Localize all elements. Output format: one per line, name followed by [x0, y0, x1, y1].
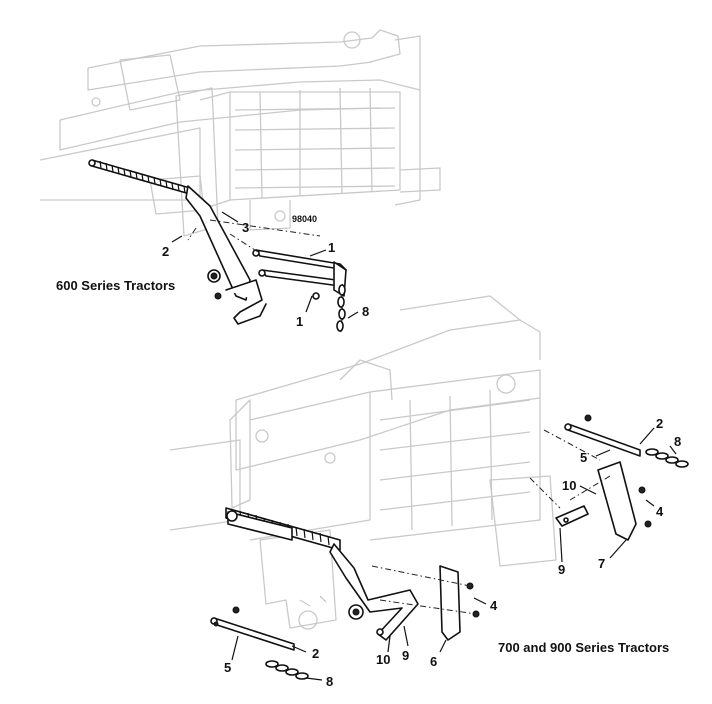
callout-top-3: 3	[242, 220, 249, 235]
callout-btm-5-left: 5	[224, 660, 231, 675]
bottom-right-link	[555, 505, 589, 527]
caption-700-900-series: 700 and 900 Series Tractors	[498, 640, 669, 655]
bottom-lift-arm	[329, 543, 419, 641]
callout-btm-10-right: 10	[562, 478, 576, 493]
callout-btm-2-left: 2	[312, 646, 319, 661]
bottom-leaders	[231, 427, 677, 681]
callout-btm-10-left: 10	[376, 652, 390, 667]
callout-top-8: 8	[362, 304, 369, 319]
bottom-spring-assembly	[225, 507, 341, 551]
top-tractor-frame	[39, 29, 441, 237]
bottom-right-drawbar	[564, 414, 641, 457]
callout-btm-4-right: 4	[656, 504, 664, 519]
bottom-tractor-frame	[169, 295, 557, 630]
callout-btm-2-right: 2	[656, 416, 663, 431]
callout-btm-5-right: 5	[580, 450, 587, 465]
drawing-number: 98040	[292, 214, 317, 224]
caption-600-series: 600 Series Tractors	[56, 278, 175, 293]
callout-btm-8-left: 8	[326, 674, 333, 689]
callout-btm-9-left: 9	[402, 648, 409, 663]
top-drawbar	[252, 249, 347, 300]
callout-btm-7: 7	[598, 556, 605, 571]
bottom-right-bracket	[597, 461, 652, 541]
callout-top-2: 2	[162, 244, 169, 259]
bottom-right-chain	[645, 448, 689, 468]
top-leaders	[171, 211, 359, 319]
callout-btm-6: 6	[430, 654, 437, 669]
top-lift-arm	[185, 185, 267, 325]
bottom-left-drawbar	[210, 606, 295, 651]
callout-top-1a: 1	[328, 240, 335, 255]
callout-btm-9-right: 9	[558, 562, 565, 577]
callout-btm-4-left: 4	[490, 598, 498, 613]
top-chain	[336, 283, 346, 333]
bottom-left-chain	[265, 660, 309, 680]
top-spring	[88, 159, 191, 195]
bottom-left-bracket	[439, 565, 480, 641]
callout-top-1b: 1	[296, 314, 303, 329]
callout-btm-8-right: 8	[674, 434, 681, 449]
